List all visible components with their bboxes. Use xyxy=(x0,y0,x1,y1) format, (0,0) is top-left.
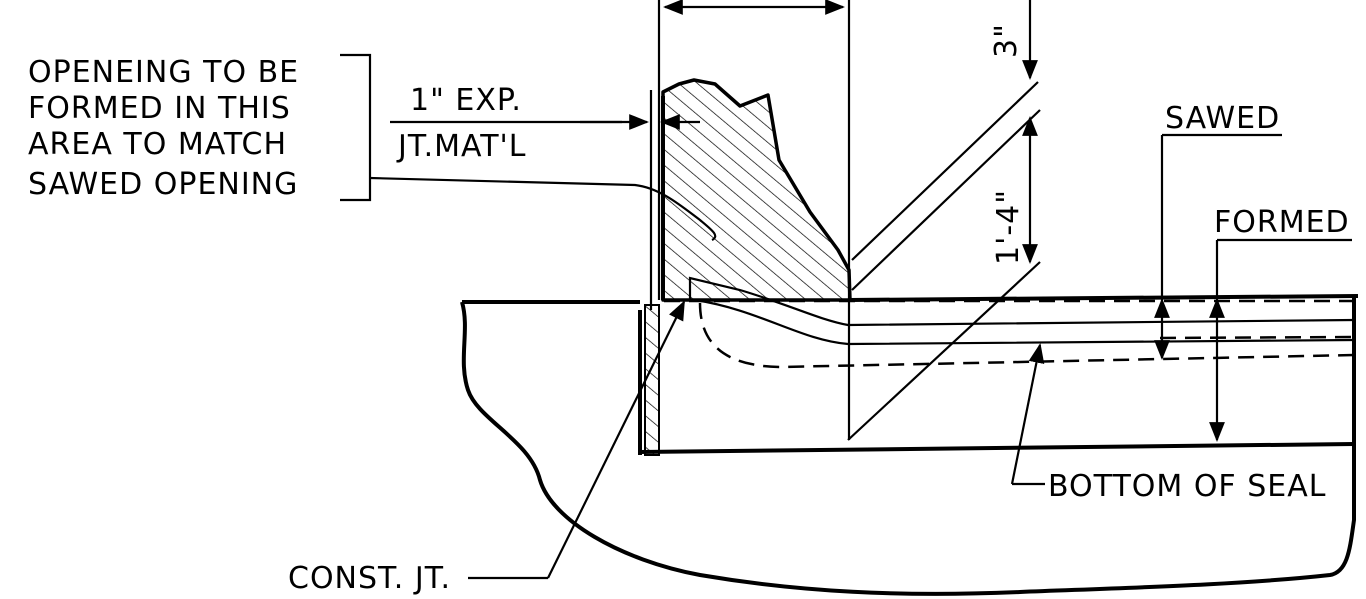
opening-note-line-4: SAWED OPENING xyxy=(28,167,298,202)
slab-outline xyxy=(460,294,1359,596)
bottom-of-seal-callout: BOTTOM OF SEAL xyxy=(1010,343,1326,504)
opening-note-line-1: OPENEING TO BE xyxy=(28,55,299,90)
formed-label: FORMED xyxy=(1214,205,1350,240)
dimension-3in: 3" xyxy=(989,23,1024,58)
opening-note-line-2: FORMED IN THIS xyxy=(28,91,291,126)
wall-section xyxy=(661,78,852,302)
opening-note-line-3: AREA TO MATCH xyxy=(28,127,287,162)
sawed-opening-lines xyxy=(664,299,1355,369)
joint-material-label-top: 1" EXP. xyxy=(410,83,522,118)
construction-joint-key xyxy=(688,276,1355,346)
const-jt-callout: CONST. JT. xyxy=(288,300,685,596)
dimension-1ft4in: 1'-4" xyxy=(991,189,1026,265)
joint-material-label-bottom: JT.MAT'L xyxy=(396,129,527,164)
inclined-lines xyxy=(847,81,1041,441)
opening-note: OPENEING TO BE FORMED IN THIS AREA TO MA… xyxy=(28,53,717,241)
expansion-joint-strip xyxy=(638,90,660,456)
const-jt-label: CONST. JT. xyxy=(288,561,451,596)
bottom-of-seal-label: BOTTOM OF SEAL xyxy=(1048,469,1326,504)
sawed-label: SAWED xyxy=(1165,101,1280,136)
depth-dimensions xyxy=(1154,133,1352,442)
joint-material-callout: 1" EXP. JT.MAT'L xyxy=(390,83,700,164)
